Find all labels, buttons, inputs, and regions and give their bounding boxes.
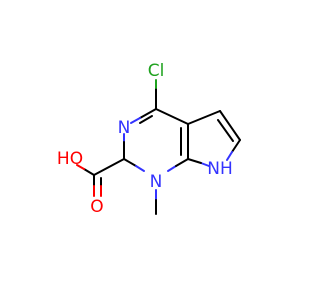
bond-c2-ccarboxyl xyxy=(93,158,125,176)
bond-c4a-c5 xyxy=(187,110,221,125)
bond-c4-n3-double xyxy=(139,115,153,124)
bond-n1-c7a xyxy=(175,158,189,167)
bond-c6-n7 xyxy=(231,139,241,153)
bond-n1-c7a-colored xyxy=(167,165,177,172)
atom-nh: NH xyxy=(207,159,233,179)
atom-labels: Cl N N NH HO O xyxy=(57,61,233,217)
bond-n7-c7a-colored xyxy=(200,162,210,167)
bond-c2-n1-colored xyxy=(135,165,145,172)
bond-c6-n7-colored xyxy=(226,151,233,161)
bond-c4-n3-colored xyxy=(130,117,141,124)
bonds xyxy=(76,79,241,215)
bond-c5-c6-double xyxy=(217,119,234,142)
atom-chlorine: Cl xyxy=(148,61,165,81)
bond-c5-c6 xyxy=(219,110,241,141)
bond-c4-n3 xyxy=(139,108,157,119)
bond-ccarboxyl-oh-colored xyxy=(76,164,85,170)
bond-c2-n1 xyxy=(123,158,137,167)
atom-n3: N xyxy=(118,118,131,138)
atom-hydroxyl-oxygen: HO xyxy=(57,149,83,169)
molecule-structure: Cl N N NH HO O xyxy=(57,61,241,217)
atom-n1: N xyxy=(150,172,163,192)
atom-carbonyl-oxygen: O xyxy=(90,197,103,217)
bond-c4a-c4 xyxy=(155,108,189,125)
bond-n7-c7a xyxy=(187,158,202,164)
bond-ccarboxyl-oh xyxy=(83,168,95,176)
